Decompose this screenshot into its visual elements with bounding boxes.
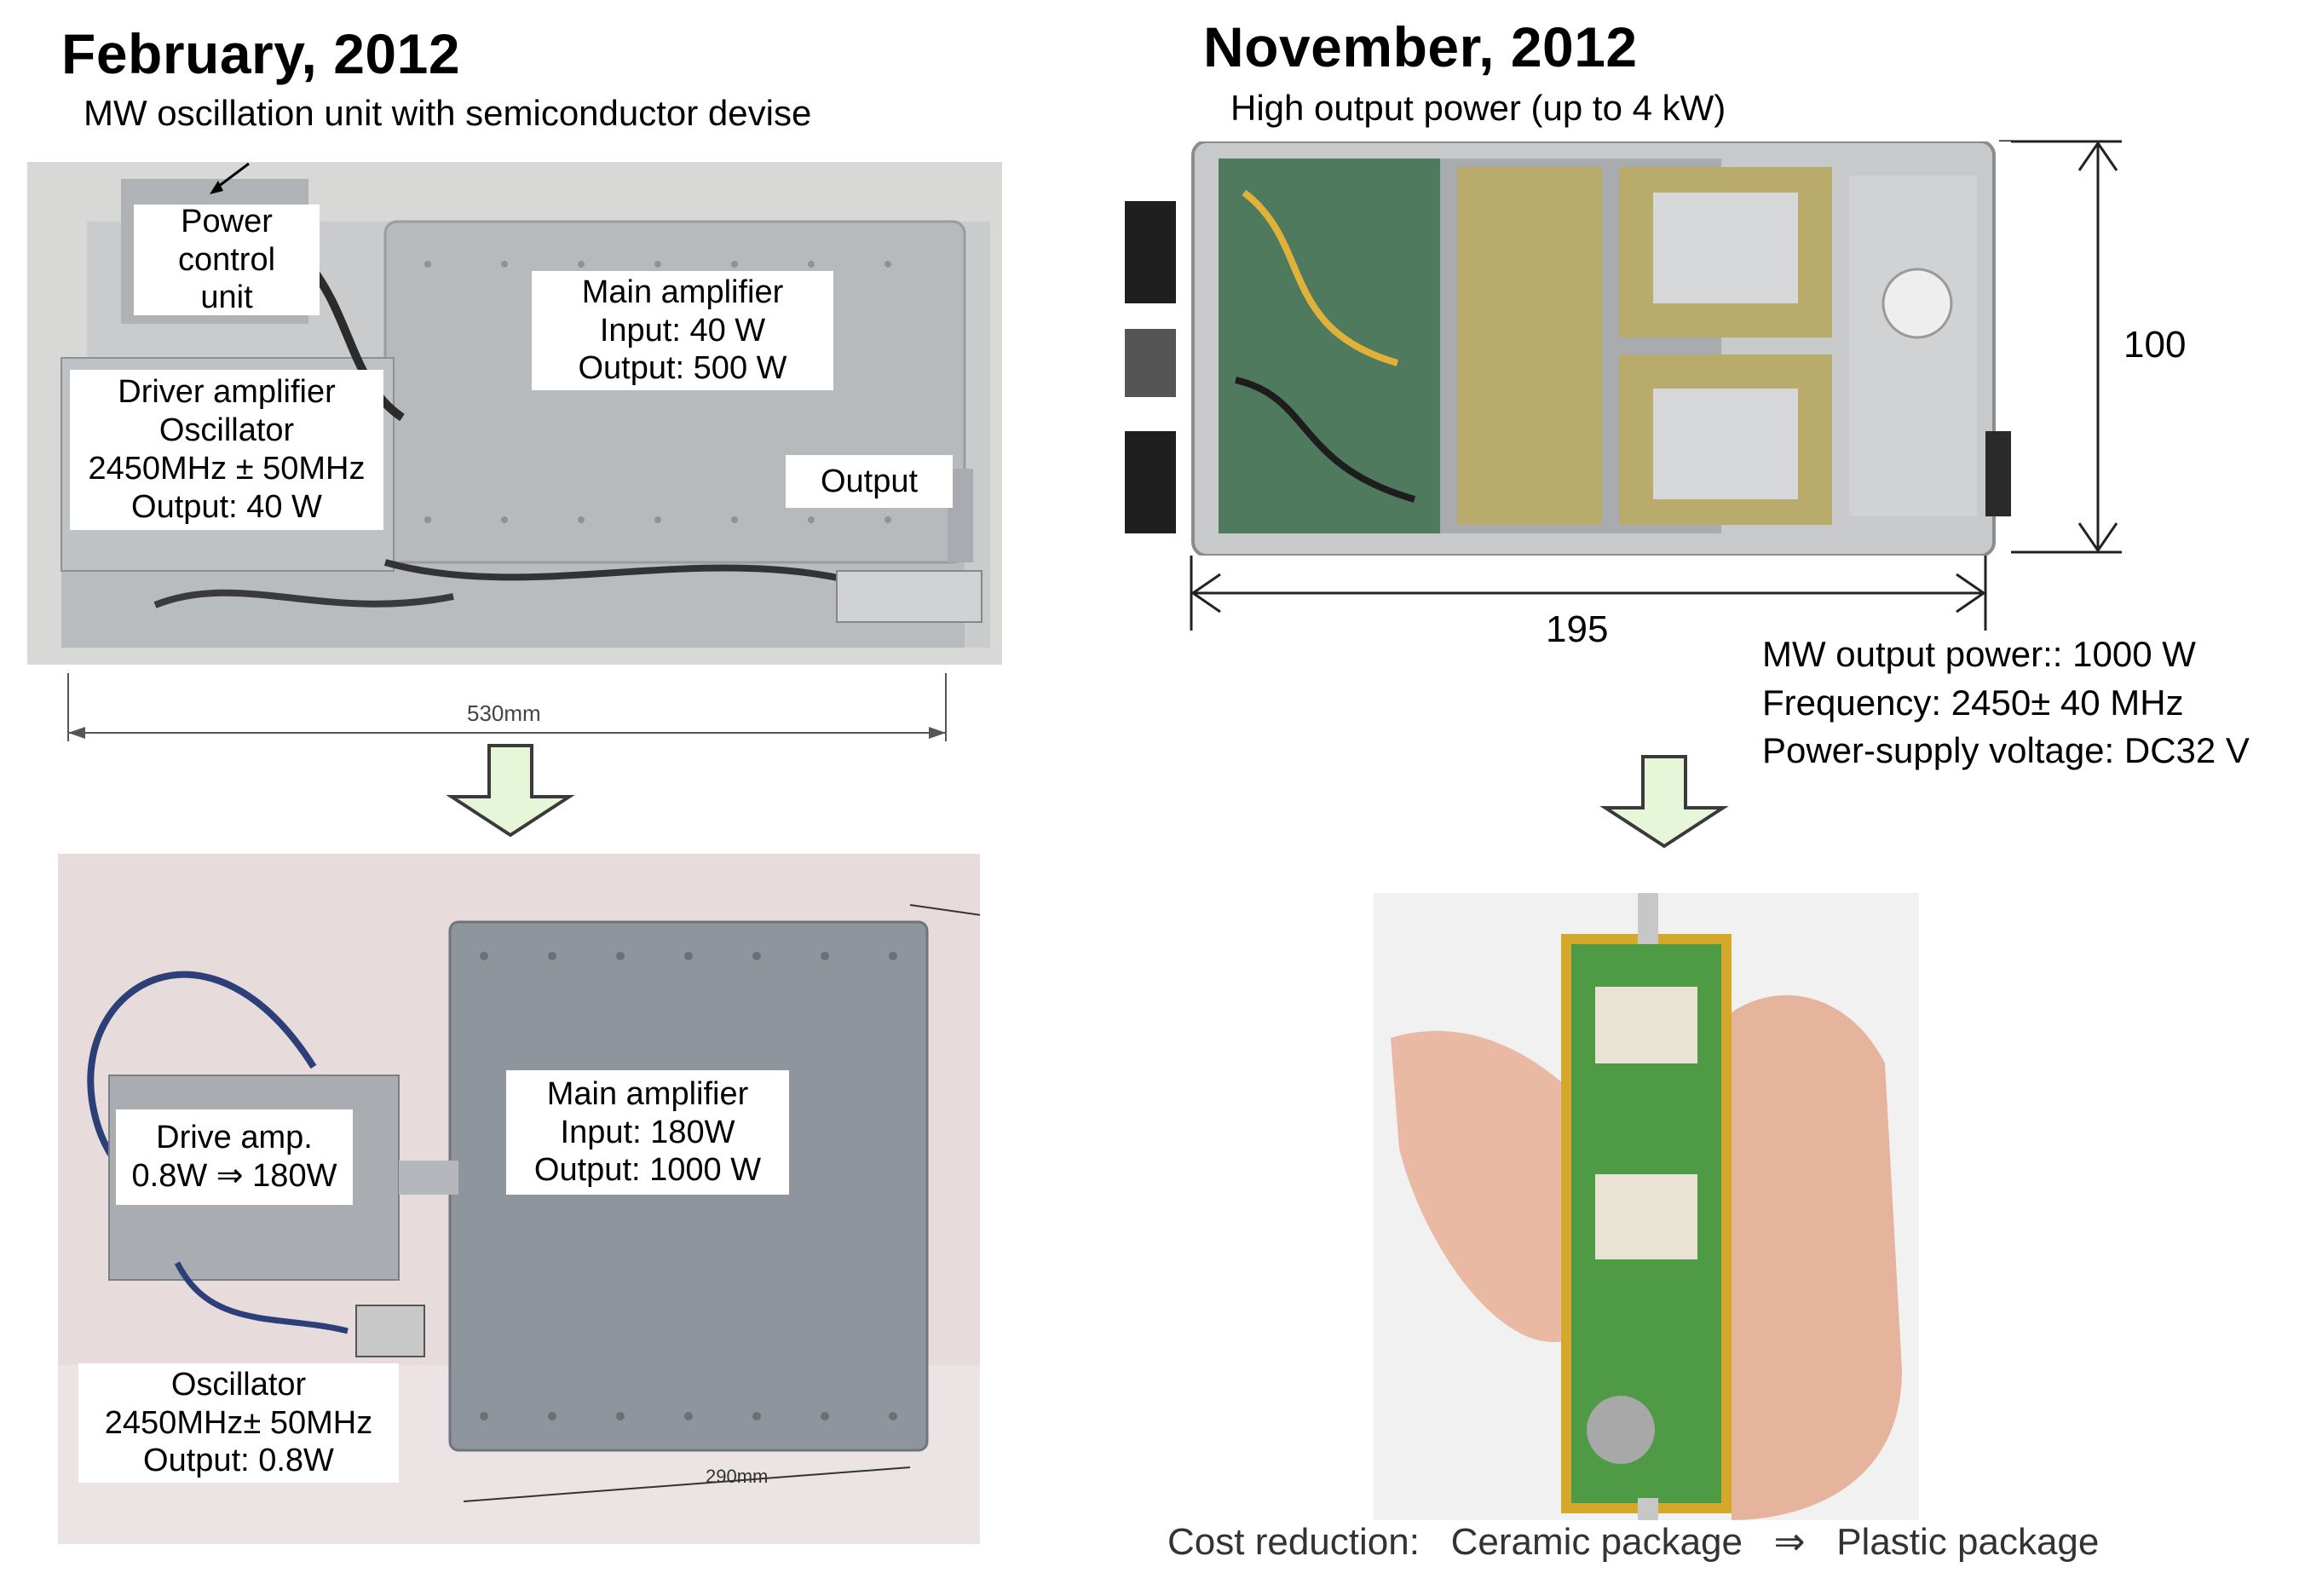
cost-reduction-caption: Cost reduction: Ceramic package ⇒ Plasti…	[1167, 1521, 2100, 1563]
improved-unit-illustration	[58, 854, 980, 1544]
right-subtitle: High output power (up to 4 kW)	[1230, 88, 1726, 128]
output-label: Output	[786, 455, 953, 508]
right-heading: November, 2012	[1203, 15, 1638, 78]
down-arrow-right	[1599, 755, 1729, 849]
spec-list: MW output power:: 1000 W Frequency: 2450…	[1762, 631, 2250, 775]
compact-unit-photo	[1125, 141, 2011, 556]
spec-output-power: MW output power:: 1000 W	[1762, 634, 2196, 674]
oscillation-unit-photo: Power control unit Main amplifier Input:…	[27, 162, 1002, 665]
drive-amp-label: Drive amp. 0.8W ⇒ 180W	[116, 1109, 353, 1205]
left-subtitle: MW oscillation unit with semiconductor d…	[84, 93, 812, 133]
down-arrow-left	[446, 744, 575, 838]
hand-held-board-photo	[1374, 893, 1919, 1520]
spec-voltage: Power-supply voltage: DC32 V	[1762, 730, 2250, 771]
compact-unit-illustration	[1125, 141, 2011, 556]
hand-held-board-illustration	[1374, 893, 1919, 1520]
main-amplifier-label-2: Main amplifier Input: 180W Output: 1000 …	[506, 1070, 789, 1195]
spec-frequency: Frequency: 2450± 40 MHz	[1762, 682, 2184, 723]
width-530mm-label: 530mm	[467, 700, 541, 726]
left-heading: February, 2012	[61, 22, 461, 85]
power-control-unit-label: Power control unit	[134, 204, 320, 315]
main-amplifier-label: Main amplifier Input: 40 W Output: 500 W	[532, 271, 833, 390]
driver-amplifier-label: Driver amplifier Oscillator 2450MHz ± 50…	[70, 370, 383, 530]
oscillator-label: Oscillator 2450MHz± 50MHz Output: 0.8W	[78, 1363, 399, 1483]
dim-width-195: 195	[1546, 608, 1609, 650]
improved-unit-photo: Drive amp. 0.8W ⇒ 180W Main amplifier In…	[58, 854, 980, 1544]
width-290mm-label: 290mm	[706, 1466, 769, 1487]
dim-height-100: 100	[2123, 324, 2187, 366]
